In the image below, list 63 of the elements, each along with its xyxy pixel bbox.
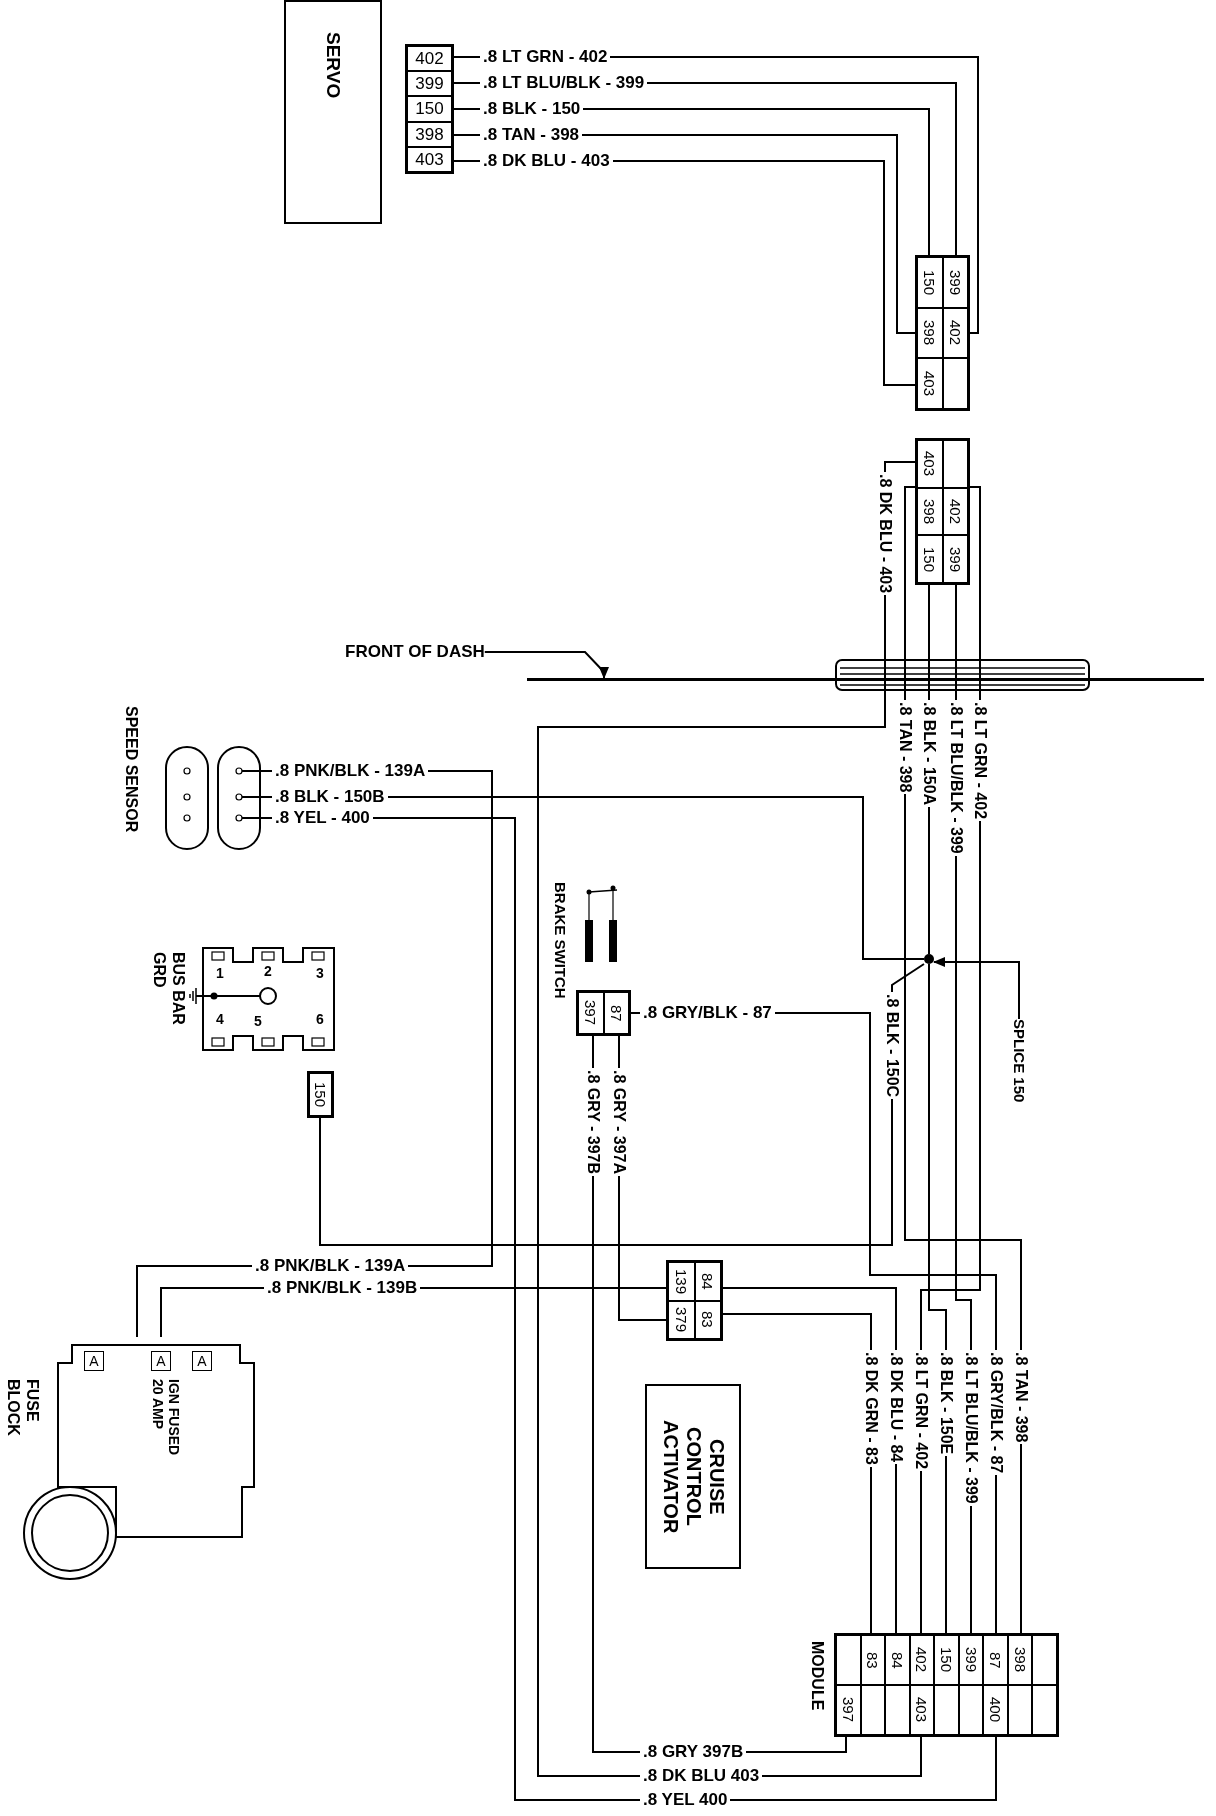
splice-dot bbox=[924, 954, 934, 964]
pin-cell: 150 bbox=[934, 1635, 959, 1685]
pin-cell: 87 bbox=[983, 1635, 1008, 1685]
leader-arrow bbox=[933, 957, 1020, 1020]
pin-cell: 402 bbox=[942, 307, 968, 359]
connector bbox=[915, 438, 970, 585]
pin-cell: 398 bbox=[1007, 1635, 1033, 1685]
connector bbox=[666, 1260, 723, 1341]
pin-cell: 84 bbox=[885, 1635, 910, 1685]
component-label: CRUISE CONTROL ACTIVATOR bbox=[658, 1418, 728, 1536]
pin-cell: 399 bbox=[942, 257, 968, 308]
pin-cell: 83 bbox=[694, 1300, 721, 1339]
wire bbox=[319, 963, 925, 1246]
connector bbox=[915, 255, 970, 411]
pin-cell: 397 bbox=[578, 992, 604, 1034]
pin-number: 3 bbox=[316, 966, 324, 980]
pin-cell: 402 bbox=[909, 1635, 935, 1685]
connector bbox=[405, 44, 454, 174]
pin-cell: 403 bbox=[917, 358, 943, 409]
pin-number: 4 bbox=[216, 1012, 224, 1026]
fuse-slot: A bbox=[151, 1351, 171, 1371]
leader-arrow bbox=[483, 651, 609, 679]
component-box bbox=[284, 0, 382, 224]
pin-cell: 402 bbox=[942, 487, 968, 536]
pin-cell: 150 bbox=[309, 1073, 332, 1116]
wire bbox=[261, 817, 997, 1801]
pin-cell: 399 bbox=[942, 535, 968, 583]
pin-cell: 150 bbox=[917, 535, 943, 583]
pin-number: 6 bbox=[316, 1012, 324, 1026]
fuse-slot: A bbox=[192, 1351, 212, 1371]
pin-cell: 83 bbox=[860, 1635, 886, 1685]
pin-cell: 139 bbox=[668, 1262, 695, 1301]
pin-cell: 399 bbox=[407, 71, 452, 97]
pin-cell: 379 bbox=[668, 1300, 695, 1339]
component-label: SPEED SENSOR bbox=[122, 706, 141, 833]
component-label: MODULE bbox=[808, 1641, 827, 1711]
pin-number: 5 bbox=[254, 1014, 262, 1028]
component-label: SERVO bbox=[322, 32, 344, 99]
pin-cell: 150 bbox=[407, 96, 452, 122]
pin-cell: 150 bbox=[917, 257, 943, 308]
pin-cell: 403 bbox=[407, 146, 452, 172]
component-label: FUSE BLOCK bbox=[4, 1379, 41, 1438]
component-label: SPLICE 150 bbox=[1009, 1019, 1029, 1103]
pin-cell: 398 bbox=[917, 487, 943, 536]
pin-cell: 400 bbox=[983, 1685, 1008, 1735]
pin-cell: 84 bbox=[694, 1262, 721, 1301]
dash-panel-line bbox=[527, 678, 1204, 681]
pin-cell: 403 bbox=[917, 440, 943, 488]
component-box bbox=[645, 1384, 741, 1569]
pin-cell: 397 bbox=[836, 1685, 861, 1735]
pin-cell: 87 bbox=[603, 992, 629, 1034]
pin-cell: 403 bbox=[909, 1685, 935, 1735]
fuse-rating-label: IGN FUSED 20 AMP bbox=[150, 1379, 183, 1458]
component-label: FRONT OF DASH bbox=[345, 641, 485, 663]
component-label: BUS BAR GRD bbox=[150, 952, 187, 1027]
pin-cell: 399 bbox=[958, 1635, 984, 1685]
component-label: BRAKE SWITCH bbox=[552, 882, 570, 999]
pin-cell: 398 bbox=[407, 121, 452, 147]
pin-cell: 402 bbox=[407, 46, 452, 72]
fuse-slot: A bbox=[84, 1351, 104, 1371]
pin-cell: 398 bbox=[917, 307, 943, 359]
pin-number: 2 bbox=[264, 964, 272, 978]
pin-number: 1 bbox=[216, 966, 224, 980]
